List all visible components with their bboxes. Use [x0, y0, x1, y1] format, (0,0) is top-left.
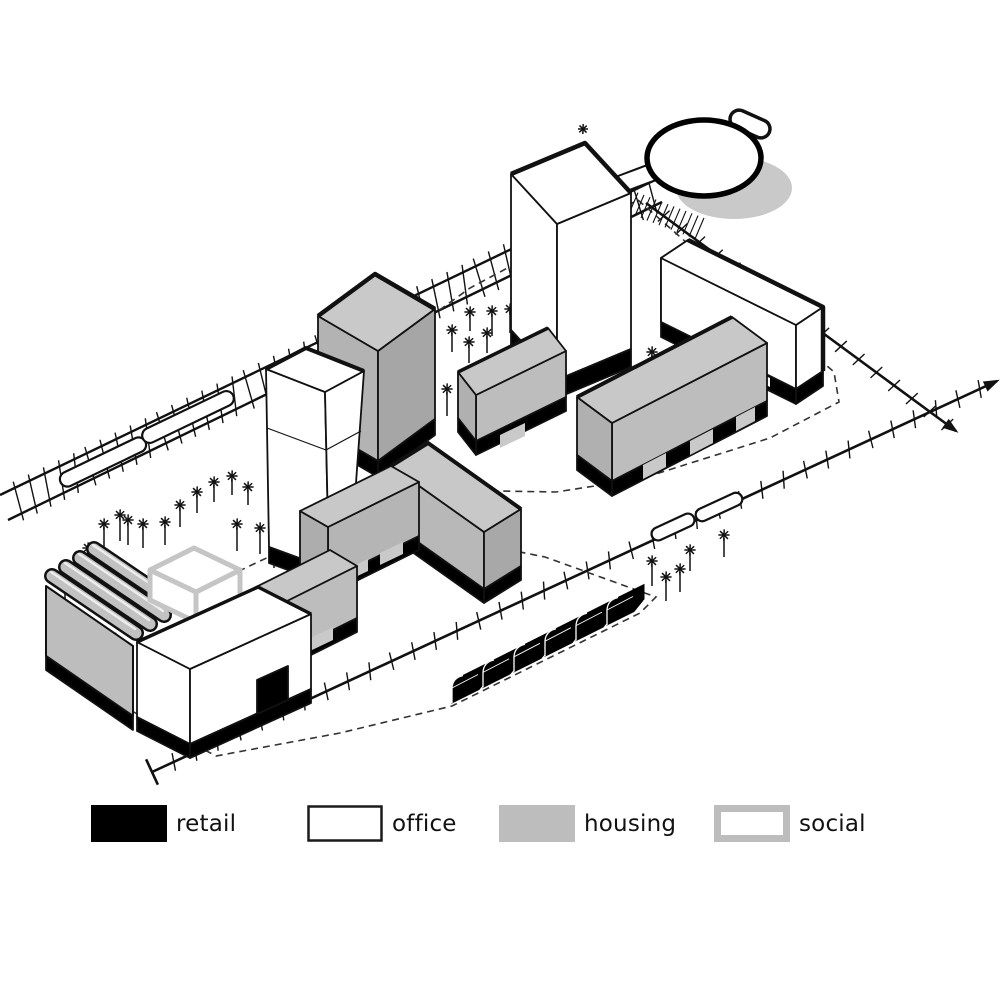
building-housing-slab-long	[576, 315, 768, 497]
circular-plaza	[616, 108, 772, 240]
retail-vaulted-row	[451, 583, 645, 704]
buildings	[44, 140, 826, 759]
transit-vehicles	[58, 389, 744, 542]
building-housing-slab-small	[457, 326, 567, 456]
building-office-block-south	[136, 585, 312, 759]
retail-storefront	[256, 665, 289, 715]
trees-front	[646, 529, 730, 601]
building-housing-terraced-block	[44, 541, 186, 731]
